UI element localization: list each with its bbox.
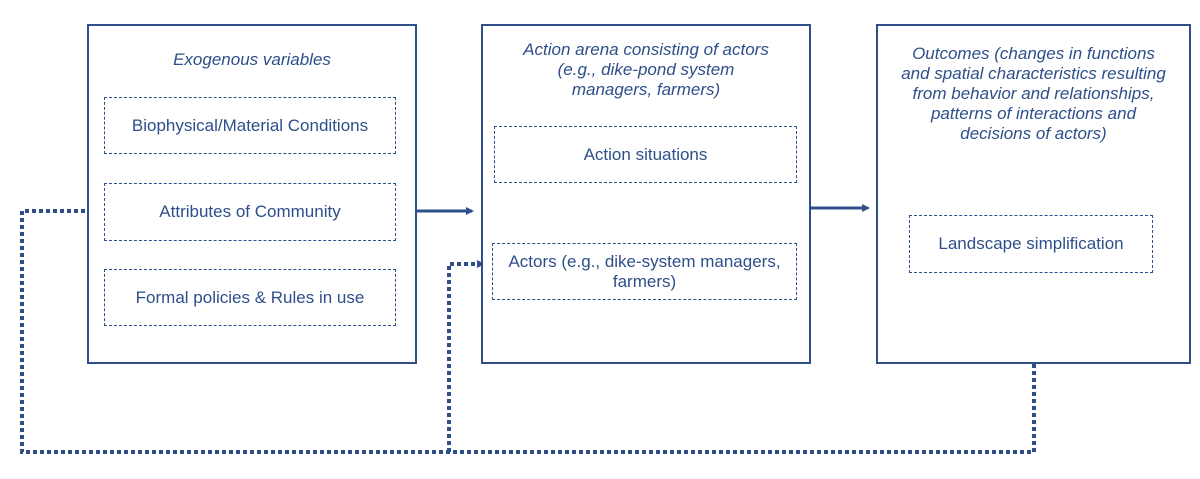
landscape-simplification-box: Landscape simplification: [909, 215, 1153, 273]
outcomes-box: Outcomes (changes in functions and spati…: [876, 24, 1191, 364]
feedback-loop-line: [20, 207, 1036, 454]
feedback-to-actors-line: [447, 260, 485, 452]
action-situations-box: Action situations: [494, 126, 797, 183]
action-arena-box: Action arena consisting of actors (e.g.,…: [481, 24, 811, 364]
biophysical-conditions-box: Biophysical/Material Conditions: [104, 97, 396, 154]
action-arena-title: Action arena consisting of actors (e.g.,…: [523, 40, 769, 99]
attributes-of-community-box: Attributes of Community: [104, 183, 396, 241]
formal-policies-rules-box: Formal policies & Rules in use: [104, 269, 396, 326]
exogenous-variables-title: Exogenous variables: [173, 50, 331, 69]
outcomes-title: Outcomes (changes in functions and spati…: [901, 44, 1166, 143]
actors-box: Actors (e.g., dike-system managers, farm…: [492, 243, 797, 300]
